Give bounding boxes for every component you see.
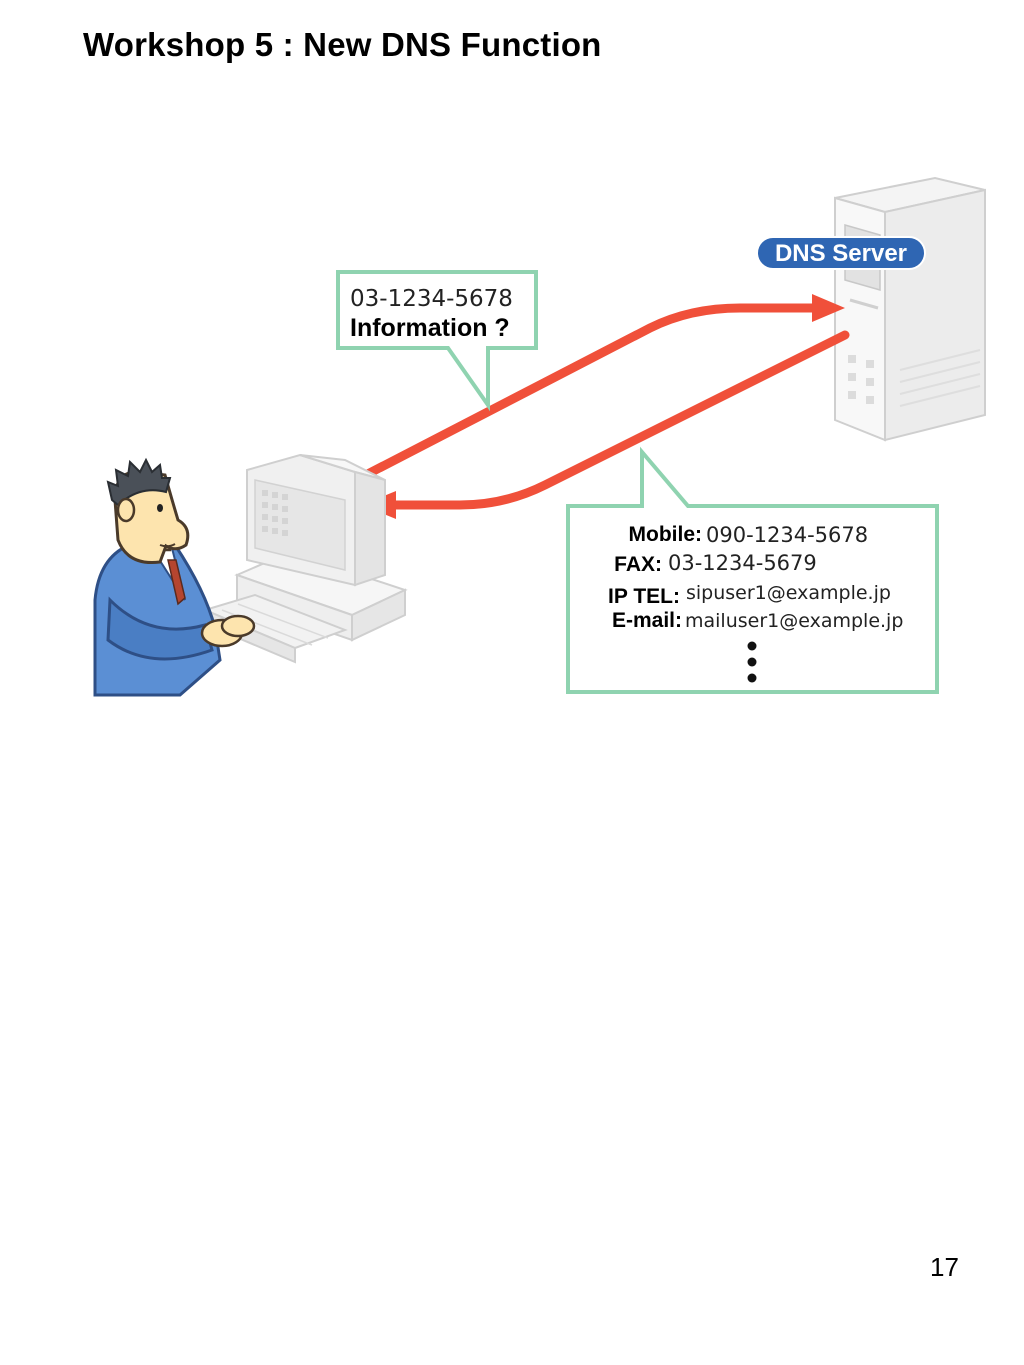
dns-server-badge: DNS Server (756, 236, 926, 270)
query-bubble: 03-1234-5678 Information ? (336, 270, 538, 412)
query-arrow (355, 294, 845, 483)
query-question: Information ? (350, 314, 510, 342)
dns-server-label: DNS Server (775, 240, 907, 267)
response-label-email: E-mail: (612, 609, 682, 632)
response-value-mobile: 090-1234-5678 (706, 523, 868, 547)
response-value-iptel: sipuser1@example.jp (686, 582, 891, 604)
response-label-iptel: IP TEL: (608, 585, 680, 608)
client-computer-illustration (202, 453, 408, 664)
more-dots-icon (747, 641, 757, 683)
response-value-fax: 03-1234-5679 (668, 551, 817, 575)
response-label-fax: FAX: (614, 553, 662, 576)
page-number: 17 (930, 1252, 959, 1282)
response-label-mobile: Mobile: (629, 523, 703, 546)
user-person-illustration (93, 457, 256, 697)
response-bubble: Mobile: 090-1234-5678 FAX: 03-1234-5679 … (566, 446, 939, 694)
dns-server-illustration (834, 176, 986, 442)
query-number: 03-1234-5678 (350, 286, 513, 312)
response-value-email: mailuser1@example.jp (685, 610, 903, 632)
page-title: Workshop 5 : New DNS Function (83, 26, 602, 63)
response-arrow (362, 330, 850, 519)
